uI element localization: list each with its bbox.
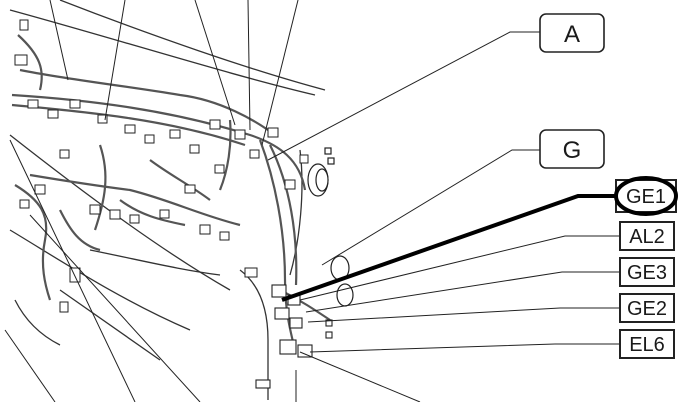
connector-blocks <box>14 19 309 313</box>
label-al2: AL2 <box>619 221 675 251</box>
label-el6-text: EL6 <box>629 334 665 356</box>
callout-g: G <box>539 129 605 169</box>
label-ge1: GE1 <box>614 176 678 216</box>
bottom-leader-lines <box>4 139 421 402</box>
top-leader-lines <box>49 0 299 146</box>
leader-ge3 <box>305 271 622 313</box>
label-ge2-text: GE2 <box>627 298 667 320</box>
leader-ge2 <box>307 307 622 323</box>
callout-a: A <box>539 13 605 53</box>
callout-a-label: A <box>564 21 580 48</box>
leader-a <box>267 31 540 161</box>
callout-g-label: G <box>563 137 582 164</box>
label-ge2: GE2 <box>619 293 675 323</box>
leader-al2 <box>299 235 622 301</box>
label-ge1-text: GE1 <box>626 186 666 208</box>
leader-g <box>321 149 540 266</box>
leader-ge1 <box>281 194 620 302</box>
grommets <box>307 147 354 307</box>
label-el6: EL6 <box>619 329 675 359</box>
callout-leader-lines <box>267 31 622 353</box>
label-al2-text: AL2 <box>629 226 665 248</box>
leader-el6 <box>309 343 622 353</box>
label-ge3-text: GE3 <box>627 262 667 284</box>
label-ge3: GE3 <box>619 257 675 287</box>
